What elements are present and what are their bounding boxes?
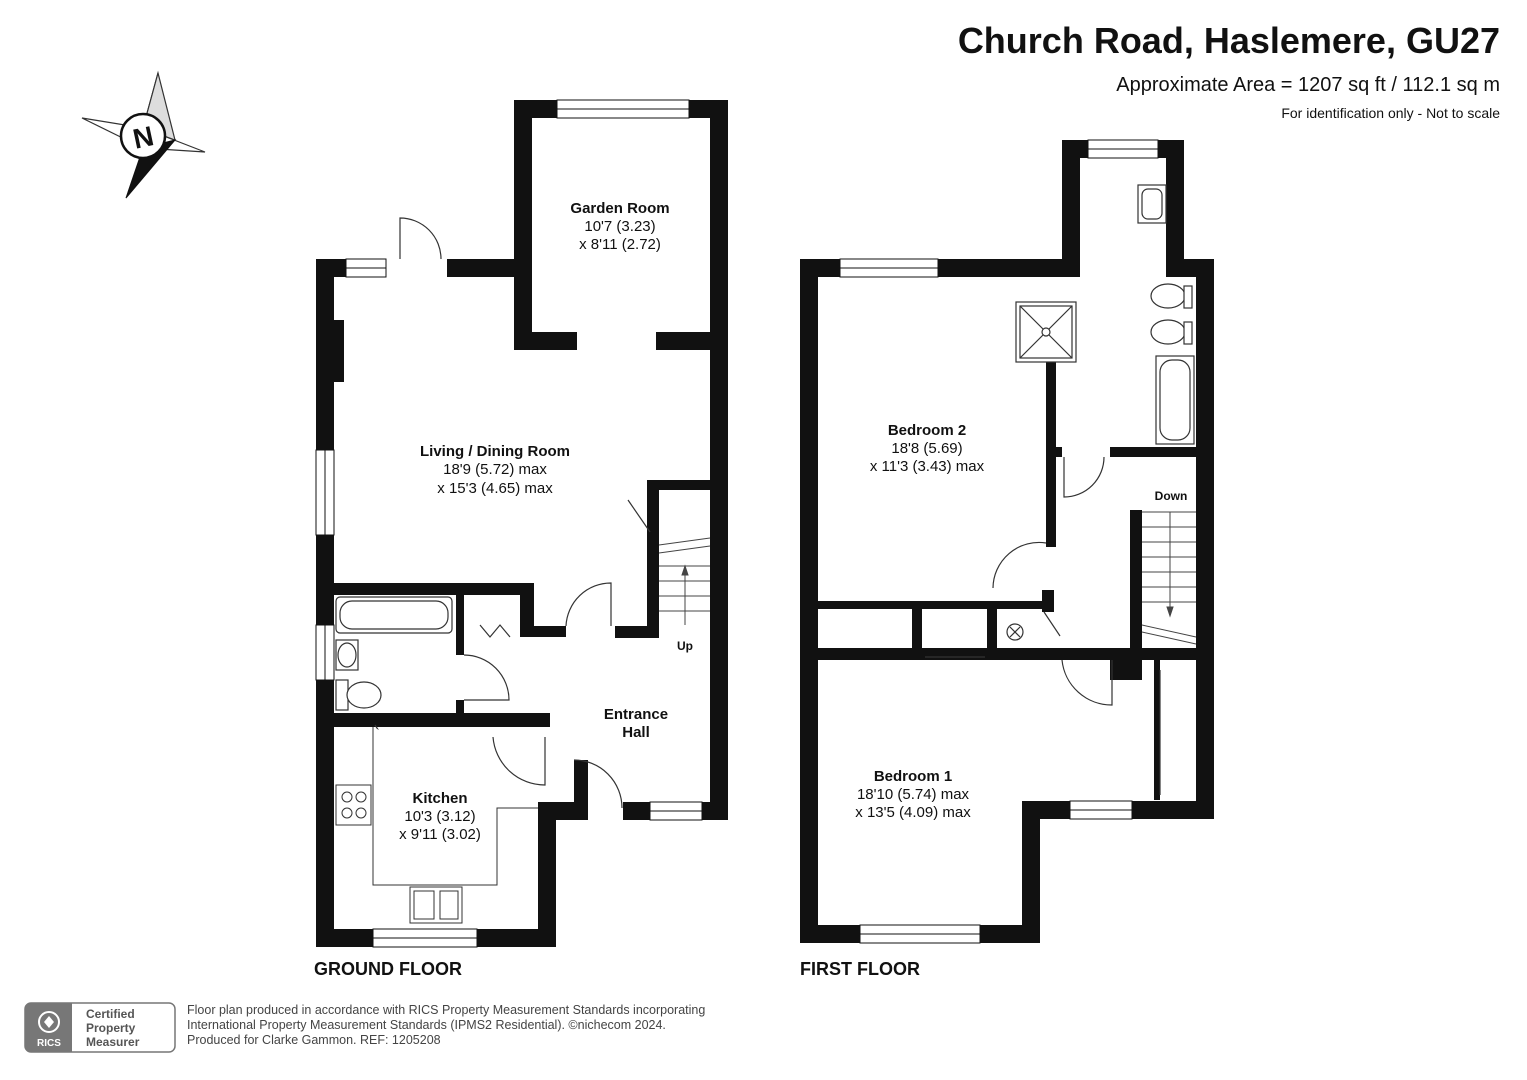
first-floor-windows — [839, 139, 1159, 944]
badge-line1: Certified — [86, 1007, 135, 1021]
bedroom2-name: Bedroom 2 — [888, 422, 966, 439]
footer-credits: Floor plan produced in accordance with R… — [187, 1003, 787, 1048]
kitchen-dim1: 10'3 (3.12) — [404, 808, 475, 825]
ground-floor-label: GROUND FLOOR — [314, 959, 462, 979]
living-dining-dim1: 18'9 (5.72) max — [443, 461, 547, 478]
room-label-bedroom1: Bedroom 1 18'10 (5.74) max x 13'5 (4.09)… — [855, 768, 971, 821]
bedroom1-dim2: x 13'5 (4.09) max — [855, 804, 971, 821]
kitchen-dim2: x 9'11 (3.02) — [399, 826, 481, 843]
ground-floor-windows — [315, 99, 703, 948]
kitchen-fixtures — [335, 727, 538, 924]
first-floor-doors — [925, 456, 1161, 795]
approximate-area: Approximate Area = 1207 sq ft / 112.1 sq… — [1116, 74, 1500, 96]
first-floor-stairs — [1141, 511, 1197, 645]
entrance-hall-name1: Entrance — [604, 706, 668, 723]
footer-line1: Floor plan produced in accordance with R… — [187, 1003, 706, 1017]
living-dining-name: Living / Dining Room — [420, 443, 570, 460]
badge-line3: Measurer — [86, 1035, 140, 1049]
room-label-kitchen: Kitchen 10'3 (3.12) x 9'11 (3.02) — [399, 790, 481, 843]
badge-line2: Property — [86, 1021, 136, 1035]
rics-logo-icon — [38, 1011, 60, 1033]
room-label-garden-room: Garden Room 10'7 (3.23) x 8'11 (2.72) — [570, 200, 669, 253]
footer-line3: Produced for Clarke Gammon. REF: 1205208 — [187, 1033, 441, 1047]
room-label-living-dining: Living / Dining Room 18'9 (5.72) max x 1… — [420, 443, 570, 497]
page-title: Church Road, Haslemere, GU27 — [957, 20, 1500, 61]
first-floor-walls — [800, 140, 1214, 943]
garden-room-name: Garden Room — [570, 200, 669, 217]
stairs-down-label: Down — [1155, 489, 1188, 503]
compass-icon: N — [81, 70, 206, 199]
garden-room-dim2: x 8'11 (2.72) — [579, 236, 661, 253]
garden-room-dim1: 10'7 (3.23) — [584, 218, 655, 235]
footer-line2: International Property Measurement Stand… — [187, 1018, 666, 1032]
first-floor-bathroom-fixtures — [1006, 184, 1195, 641]
bedroom1-name: Bedroom 1 — [874, 768, 952, 785]
rics-badge: RICS Certified Property Measurer — [24, 1002, 176, 1053]
bedroom2-dim2: x 11'3 (3.43) max — [870, 458, 985, 475]
room-label-entrance-hall: Entrance Hall — [604, 706, 668, 741]
kitchen-name: Kitchen — [412, 790, 467, 807]
living-dining-dim2: x 15'3 (4.65) max — [437, 480, 553, 497]
bedroom2-dim1: 18'8 (5.69) — [891, 440, 962, 457]
stairs-up-label: Up — [677, 639, 693, 653]
entrance-hall-name2: Hall — [622, 724, 650, 741]
bathroom-fixtures — [335, 596, 453, 711]
scale-note: For identification only - Not to scale — [1281, 105, 1500, 121]
first-floor-label: FIRST FLOOR — [800, 959, 920, 979]
room-label-bedroom2: Bedroom 2 18'8 (5.69) x 11'3 (3.43) max — [870, 422, 985, 475]
ground-floor-stairs — [658, 537, 711, 625]
bedroom1-dim1: 18'10 (5.74) max — [857, 786, 970, 803]
rics-org: RICS — [37, 1038, 61, 1049]
